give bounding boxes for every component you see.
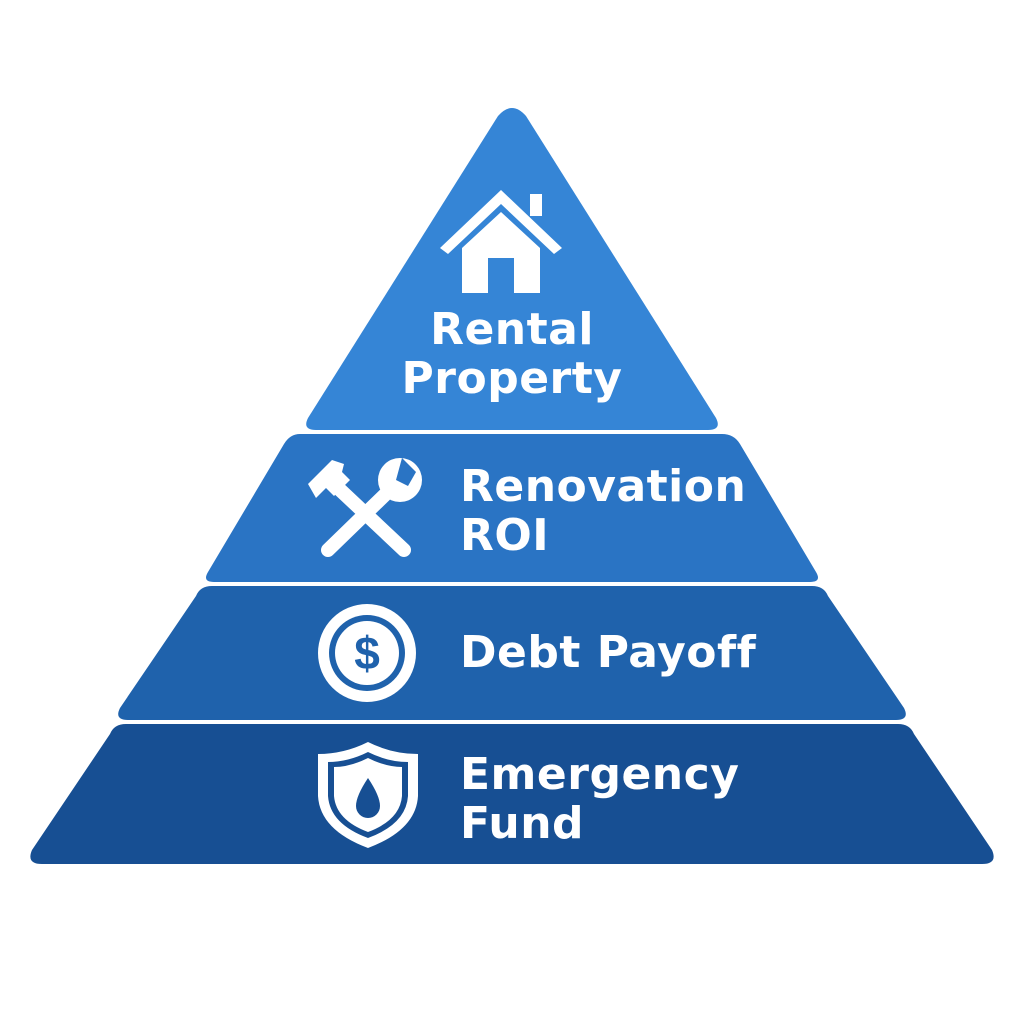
shield-drop-icon: [318, 742, 418, 848]
svg-text:$: $: [354, 627, 380, 679]
tier-debt-payoff: [118, 586, 906, 720]
hammer-wrench-icon: [308, 458, 422, 557]
tier-emergency-fund: [30, 724, 994, 864]
dollar-coin-icon: $: [318, 604, 416, 702]
house-icon: [440, 190, 562, 293]
tier-label-debt-payoff: Debt Payoff: [460, 627, 757, 678]
tier-renovation-roi: [206, 434, 818, 582]
tier-rental-property: [306, 108, 718, 430]
tier-label-emergency-fund: Emergency Fund: [460, 749, 740, 850]
tier-label-rental-property: Rental Property: [401, 304, 623, 405]
tier-label-renovation-roi: Renovation ROI: [460, 461, 747, 562]
